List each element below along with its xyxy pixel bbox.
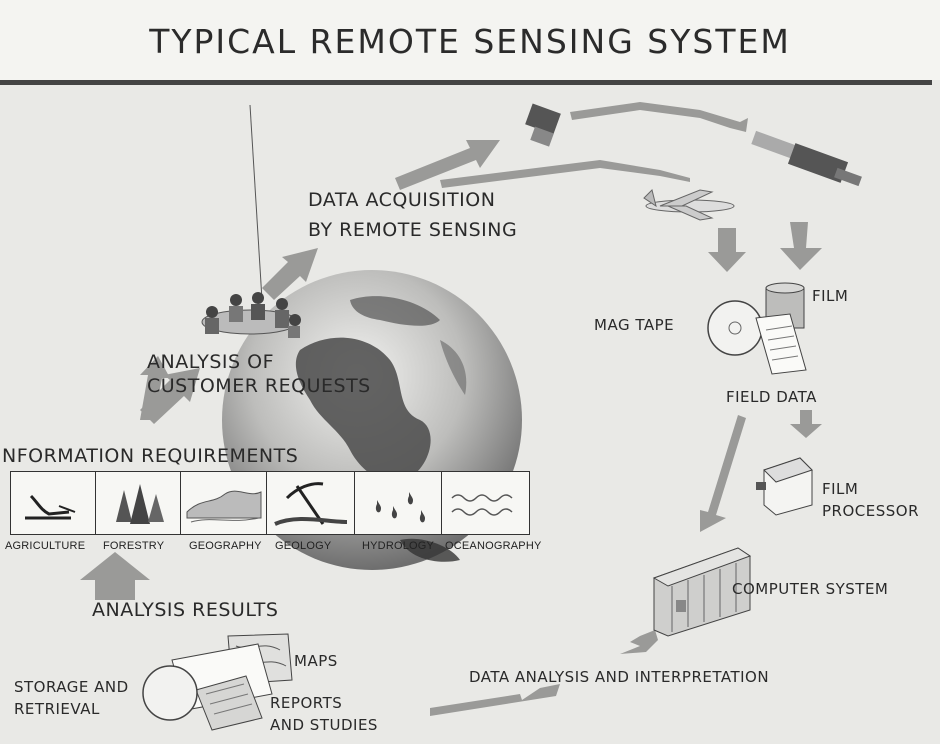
space-station-illustration [751,130,862,187]
landscape-icon [186,490,262,523]
title-band [0,0,940,80]
arrow-up-to-acquisition [262,248,318,300]
information-requirements-label: NFORMATION REQUIREMENTS [2,445,299,467]
analysis-results-label: ANALYSIS RESULTS [92,599,279,621]
storage-line-2: RETRIEVAL [14,700,100,718]
diagram-title: TYPICAL REMOTE SENSING SYSTEM [149,22,791,61]
arrow-to-aircraft [440,160,690,188]
arrow-analysis-to-reports [430,684,560,716]
arrow-aircraft-down [708,228,746,272]
arrow-field-to-processor [790,410,822,438]
pickaxe-icon [274,482,348,526]
waves-icon [451,494,513,516]
computer-system-illustration [652,547,752,637]
mag-tape-reel-illustration [707,300,763,356]
panel-agriculture [10,471,96,535]
storage-retrieval-label: STORAGE AND RETRIEVAL [14,676,129,720]
analysis-requests-label: ANALYSIS OF CUSTOMER REQUESTS [147,350,371,398]
reports-line-2: AND STUDIES [270,716,378,734]
arrow-to-computer [700,415,746,532]
data-acquisition-line-1: DATA ACQUISITION [308,189,496,211]
arrow-analysis-up [140,368,200,424]
arrow-satellite-to-station [570,102,748,132]
panel-oceanography [441,471,530,535]
arrow-globe-to-satellite [395,140,500,190]
satellite-illustration [525,103,561,147]
arrow-results-up [80,552,150,600]
data-acquisition-label: DATA ACQUISITION BY REMOTE SENSING [308,188,517,242]
category-label: AGRICULTURE [5,540,86,552]
film-label: FILM [812,287,849,305]
flow-arrows [80,102,822,716]
data-acquisition-line-2: BY REMOTE SENSING [308,219,518,241]
category-label: GEOGRAPHY [189,540,262,552]
computer-system-label: COMPUTER SYSTEM [732,580,889,598]
film-processor-label: FILM PROCESSOR [822,478,919,522]
field-data-label: FIELD DATA [726,388,817,406]
raindrops-icon [375,492,425,523]
film-processor-illustration [756,457,813,516]
panel-geology [266,471,355,535]
storage-reel-illustration [142,665,198,721]
panel-geography [180,471,267,535]
category-label: FORESTRY [103,540,165,552]
arrow-computer-to-analysis [620,630,658,654]
title-rule [0,80,932,85]
panel-hydrology [354,471,442,535]
analysis-requests-line-1: ANALYSIS OF [147,351,275,373]
category-label: HYDROLOGY [362,540,435,552]
film-processor-line-2: PROCESSOR [822,502,919,520]
guide-line [249,104,263,301]
storage-line-1: STORAGE AND [14,678,129,696]
aircraft-illustration [643,189,735,221]
maps-reports-illustration [171,633,293,731]
mag-tape-label: MAG TAPE [594,316,675,334]
film-processor-line-1: FILM [822,480,859,498]
arrow-station-down [780,222,822,270]
meeting-people-illustration [201,292,301,338]
plow-icon [25,494,76,520]
reports-label: REPORTS AND STUDIES [270,692,378,736]
maps-label: MAPS [294,652,338,670]
category-label: OCEANOGRAPHY [445,540,542,552]
data-analysis-label: DATA ANALYSIS AND INTERPRETATION [469,668,770,686]
analysis-requests-line-2: CUSTOMER REQUESTS [147,375,371,397]
trees-icon [116,484,164,524]
category-label: GEOLOGY [275,540,332,552]
field-data-papers-illustration [755,313,807,375]
panel-forestry [95,471,181,535]
reports-line-1: REPORTS [270,694,343,712]
arrow-requests-up [130,356,170,420]
